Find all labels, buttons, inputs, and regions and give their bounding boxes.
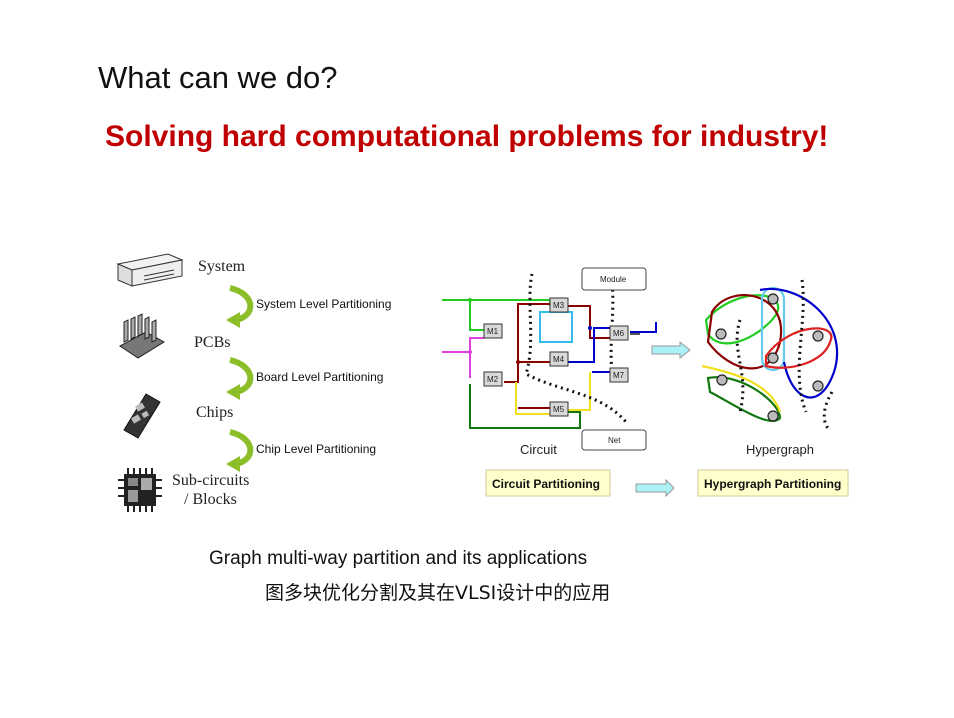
hypergraph-nodes xyxy=(715,293,824,422)
integrated-circuit-icon xyxy=(118,468,162,512)
hypergraph-label: Hypergraph xyxy=(746,442,814,457)
net-wire xyxy=(568,372,591,411)
circuit-modules: M1 M2 M3 M4 M5 M6 M7 xyxy=(483,297,629,417)
level-pcbs: PCBs xyxy=(194,334,231,351)
callout-net-label: Net xyxy=(608,436,621,445)
cut-line xyxy=(735,319,745,413)
module-box xyxy=(609,367,629,383)
module-label: M5 xyxy=(553,405,565,414)
pcb-heatsink-icon xyxy=(119,313,165,359)
cut-line xyxy=(822,391,834,432)
hypergraph-partitioning-box xyxy=(697,469,849,497)
circuit-partitioning-label: Circuit Partitioning xyxy=(492,477,600,491)
module-callout xyxy=(581,267,647,291)
chip-board-icon xyxy=(123,393,161,439)
module-label: M6 xyxy=(613,329,625,338)
hyperedge xyxy=(759,287,839,399)
module-label: M3 xyxy=(553,301,565,310)
hyperedge xyxy=(701,364,782,413)
partition-system: System Level Partitioning xyxy=(256,297,392,311)
hyperedge xyxy=(704,294,779,345)
caption-english: Graph multi-way partition and its applic… xyxy=(209,548,588,569)
system-icon xyxy=(116,253,184,287)
module-box xyxy=(549,297,569,313)
hypergraph-partitioning-label: Hypergraph Partitioning xyxy=(704,477,841,491)
level-system: System xyxy=(198,258,246,275)
callout-module-label: Module xyxy=(600,275,627,284)
module-label: M4 xyxy=(553,355,565,364)
cut-line xyxy=(524,273,628,423)
partition-board: Board Level Partitioning xyxy=(256,370,384,384)
module-box xyxy=(483,371,503,387)
net-callout xyxy=(581,429,647,451)
module-box xyxy=(549,401,569,417)
module-box xyxy=(609,325,629,341)
hyperedge xyxy=(764,327,833,369)
module-label: M7 xyxy=(613,371,625,380)
hierarchy-panel: System System Level Partitioning PCBs Bo… xyxy=(110,240,410,530)
caption-chinese: 图多块优化分割及其在VLSI设计中的应用 xyxy=(265,582,611,604)
cut-line xyxy=(797,279,808,413)
module-box xyxy=(549,351,569,367)
level-subcircuits: Sub-circuits xyxy=(172,472,250,489)
curved-arrow-icon xyxy=(226,357,254,400)
net-wire xyxy=(630,322,657,333)
curved-arrow-icon xyxy=(226,285,254,328)
net-wire xyxy=(568,327,610,363)
net-wire xyxy=(515,382,550,415)
arrow-right-icon xyxy=(651,340,691,360)
arrow-right-icon xyxy=(635,478,675,498)
slide-title: What can we do? xyxy=(98,60,338,95)
circuit-partitioning-box xyxy=(485,469,611,497)
module-label: M2 xyxy=(487,375,499,384)
net-wire xyxy=(504,303,550,383)
net-wire xyxy=(469,384,581,429)
level-chips: Chips xyxy=(196,404,234,421)
slide-subtitle: Solving hard computational problems for … xyxy=(105,120,829,153)
circuit-label: Circuit xyxy=(520,442,557,457)
net-wire xyxy=(539,311,573,343)
level-blocks: / Blocks xyxy=(184,491,237,508)
hyperedge xyxy=(706,376,782,422)
net-wire xyxy=(568,305,610,339)
partition-chip: Chip Level Partitioning xyxy=(256,442,377,456)
module-box xyxy=(483,323,503,339)
curved-arrow-icon xyxy=(226,429,254,472)
module-label: M1 xyxy=(487,327,499,336)
net-wire xyxy=(469,300,484,331)
net-wire xyxy=(442,337,484,353)
partitioning-diagram: M1 M2 M3 M4 M5 M6 M7 Module Net Circuit … xyxy=(442,267,849,498)
